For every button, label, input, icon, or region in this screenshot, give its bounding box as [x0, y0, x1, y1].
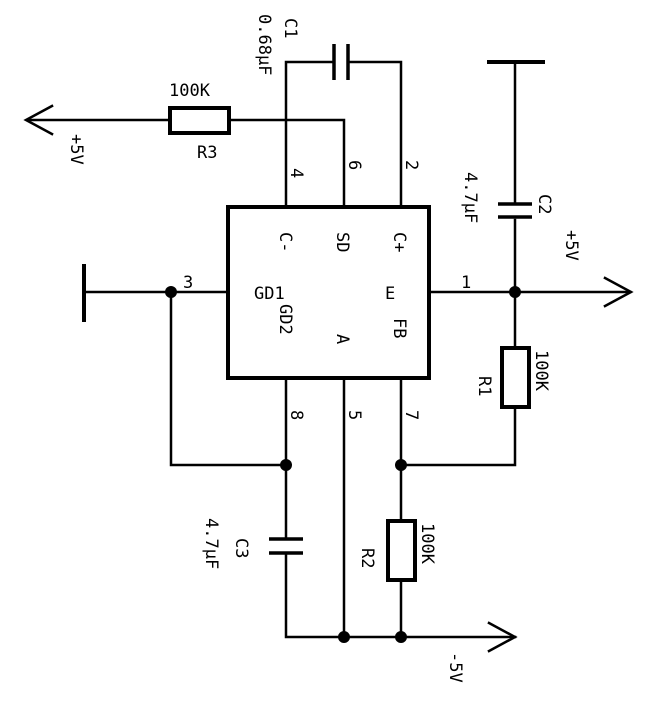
- r2-ref: R2: [357, 548, 377, 568]
- capacitor-c3: [269, 537, 303, 555]
- junction-r2-gnd: [395, 631, 407, 643]
- pin-8-number: 8: [286, 410, 306, 420]
- junction-pin3: [165, 286, 177, 298]
- c1-ref: C1: [280, 18, 300, 38]
- c2-ref: C2: [534, 194, 554, 214]
- pin-7-number: 7: [401, 410, 421, 420]
- input-voltage-label: +5V: [66, 134, 86, 165]
- capacitor-c2: [498, 202, 532, 219]
- junction-pin5-gnd: [338, 631, 350, 643]
- pin-4-number: 4: [286, 168, 306, 178]
- junction-pin8: [280, 459, 292, 471]
- r2-value: 100K: [417, 523, 437, 565]
- top-wiring: [26, 60, 403, 209]
- r1-value: 100K: [531, 350, 551, 392]
- output-pos-voltage-label: +5V: [561, 230, 581, 261]
- right-wiring: [399, 60, 632, 467]
- pin-name-c-minus: C-: [275, 232, 295, 252]
- pin-name-fb: FB: [389, 318, 409, 338]
- pin-6-number: 6: [344, 160, 364, 170]
- output-neg-arrow: [487, 621, 518, 653]
- c3-ref: C3: [231, 538, 251, 558]
- output-neg-voltage-label: -5V: [445, 652, 465, 683]
- resistor-r3: [168, 106, 231, 135]
- resistor-r2: [386, 519, 417, 582]
- junction-fb: [395, 459, 407, 471]
- c3-value: 4.7μF: [201, 518, 221, 569]
- c1-value: 0.68μF: [254, 14, 274, 75]
- r3-ref: R3: [197, 143, 217, 163]
- r3-value: 100K: [169, 81, 211, 101]
- pin-name-gd2: GD2: [275, 304, 295, 335]
- pin-name-sd: SD: [332, 232, 352, 252]
- resistor-r1: [500, 346, 531, 409]
- capacitor-c1: [332, 44, 350, 80]
- c2-value: 4.7μF: [460, 172, 480, 223]
- left-wiring: [82, 264, 288, 467]
- pin-1-number: 1: [461, 273, 471, 293]
- pin-2-number: 2: [401, 160, 421, 170]
- pin-3-number: 3: [183, 273, 193, 293]
- pin-name-gd1: GD1: [254, 284, 285, 304]
- r1-ref: R1: [474, 376, 494, 396]
- junction-output: [509, 286, 521, 298]
- input-arrow: [23, 104, 54, 136]
- pin-5-number: 5: [344, 410, 364, 420]
- pin-name-c-plus: C+: [389, 232, 409, 252]
- pin-name-a: A: [332, 334, 352, 344]
- pin-name-e: E: [385, 284, 395, 304]
- output-pos-arrow: [603, 276, 634, 308]
- bottom-wiring: [284, 376, 517, 639]
